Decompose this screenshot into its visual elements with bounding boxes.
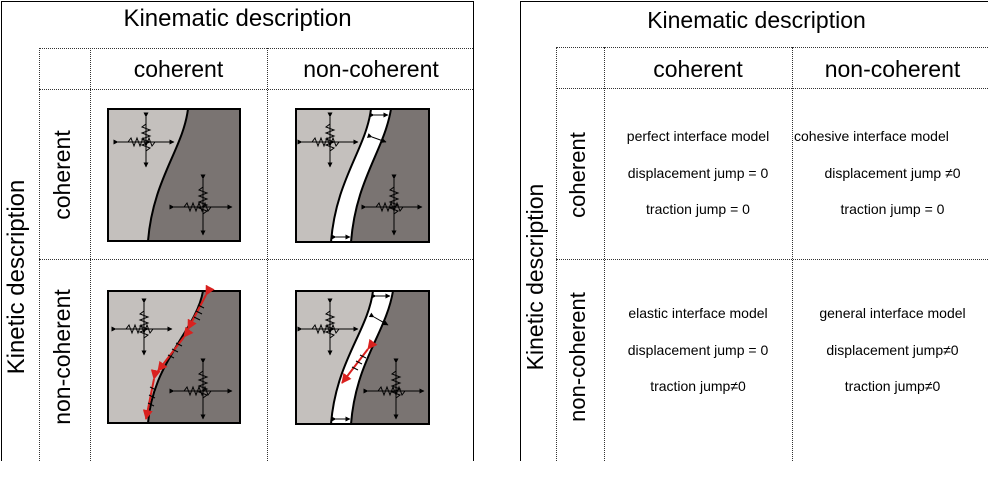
cell-displacement-jump: displacement jump = 0 [627, 342, 769, 358]
side-label: Kinetic description [522, 183, 548, 371]
divider [556, 47, 988, 48]
diagram-coherent-non-coherent [107, 284, 241, 424]
divider [39, 48, 40, 461]
cell-model-name: cohesive interface model [794, 128, 949, 144]
divider [556, 88, 988, 89]
divider [39, 48, 473, 49]
divider [39, 259, 473, 260]
cell-model-name: elastic interface model [628, 305, 768, 321]
right-title: Kinematic description [647, 7, 866, 33]
cell-model-name: general interface model [819, 305, 966, 321]
cell-traction-jump: traction jump = 0 [840, 201, 945, 217]
divider [267, 48, 268, 461]
cell-displacement-jump: displacement jump ≠0 [824, 165, 961, 181]
col-header-non-coherent: non-coherent [824, 56, 961, 82]
col-header-non-coherent: non-coherent [303, 56, 439, 82]
row-header-non-coherent: non-coherent [49, 289, 75, 425]
divider [39, 89, 473, 90]
row-header-coherent: coherent [565, 132, 590, 218]
divider [556, 47, 557, 461]
diagram-coherent-coherent [107, 108, 241, 242]
col-header-coherent: coherent [653, 56, 743, 82]
row-header-coherent: coherent [49, 130, 75, 220]
cell-traction-jump: traction jump = 0 [646, 201, 750, 217]
row-header-non-coherent: non-coherent [565, 292, 590, 422]
diagram-non-coherent-coherent [295, 108, 430, 243]
cell-traction-jump: traction jump≠0 [650, 378, 746, 394]
diagram-non-coherent-non-coherent [295, 290, 430, 425]
divider [90, 48, 91, 461]
divider [556, 259, 988, 260]
cell-displacement-jump: displacement jump≠0 [826, 342, 959, 358]
divider [792, 47, 793, 461]
side-label: Kinetic description [3, 179, 30, 375]
cell-model-name: perfect interface model [626, 128, 770, 144]
right-panel: Kinematic description coherent non-coher… [520, 1, 988, 461]
divider [604, 47, 605, 461]
cell-traction-jump: traction jump≠0 [844, 378, 941, 394]
col-header-coherent: coherent [133, 56, 224, 82]
left-title: Kinematic description [123, 5, 352, 32]
left-panel: Kinematic description coherent non-coher… [1, 1, 474, 461]
cell-displacement-jump: displacement jump = 0 [627, 165, 769, 181]
